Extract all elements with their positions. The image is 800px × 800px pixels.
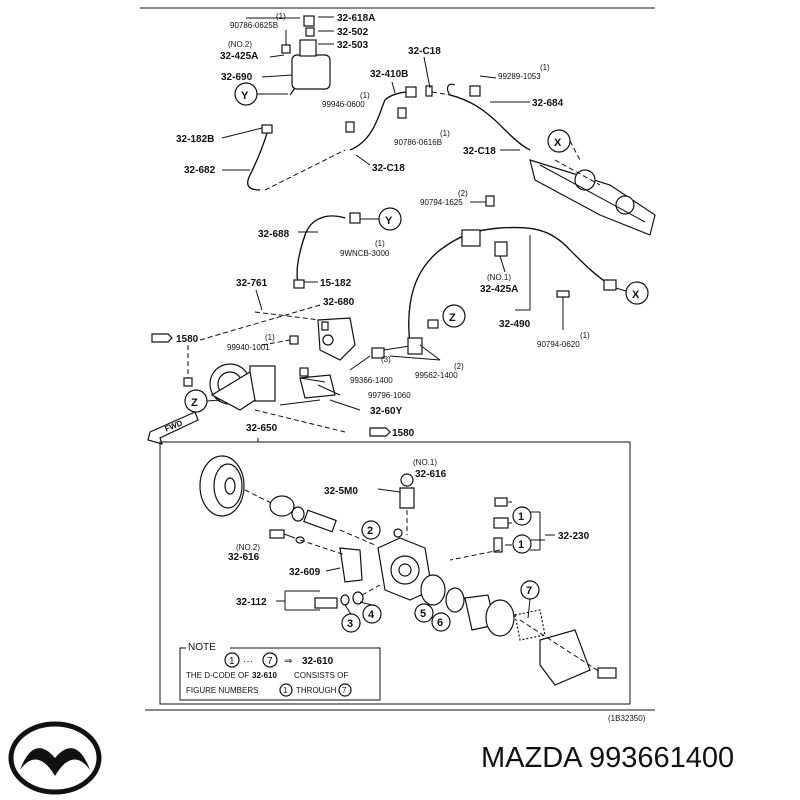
svg-text:32-761: 32-761 <box>236 278 268 289</box>
svg-text:32-C18: 32-C18 <box>372 163 405 174</box>
circle-num-2: 2 <box>367 525 373 537</box>
svg-text:1: 1 <box>283 686 288 695</box>
pump-exploded-box <box>159 441 631 705</box>
svg-text:99940-1001: 99940-1001 <box>227 343 270 352</box>
svg-text:32-5M0: 32-5M0 <box>324 486 358 497</box>
pump-body <box>377 537 433 601</box>
svg-text:32-230: 32-230 <box>558 531 590 542</box>
svg-text:90794-0620: 90794-0620 <box>537 340 580 349</box>
pump-cover <box>539 629 591 686</box>
hose-32-688 <box>296 215 346 283</box>
svg-text:⇒: ⇒ <box>284 656 292 667</box>
callout-z-mid: Z <box>449 312 456 324</box>
svg-text:CONSISTS OF: CONSISTS OF <box>294 671 348 680</box>
svg-text:(1): (1) <box>580 331 590 340</box>
svg-text:7: 7 <box>267 656 273 667</box>
circle-num-1-a: 1 <box>518 511 524 523</box>
hand-icon-1580-b <box>369 427 391 437</box>
svg-text:(3): (3) <box>381 355 391 364</box>
reservoir-assembly <box>281 15 331 96</box>
svg-text:···: ··· <box>243 656 253 667</box>
svg-text:15-182: 15-182 <box>320 278 352 289</box>
pump-pulley <box>199 455 245 517</box>
callout-x-mid: X <box>632 289 640 301</box>
svg-text:90786-0625B: 90786-0625B <box>230 21 278 30</box>
mazda-logo-icon <box>8 721 102 795</box>
svg-text:99562-1400: 99562-1400 <box>415 371 458 380</box>
svg-text:99796-1060: 99796-1060 <box>368 391 411 400</box>
svg-text:32-616: 32-616 <box>415 469 447 480</box>
svg-text:90786-0616B: 90786-0616B <box>394 138 442 147</box>
note-box: NOTE 1 ··· 7 ⇒ 32-610 THE D-CODE OF 32-6… <box>179 640 381 701</box>
svg-text:32-503: 32-503 <box>337 40 369 51</box>
svg-text:99366-1400: 99366-1400 <box>350 376 393 385</box>
svg-text:(1): (1) <box>440 129 450 138</box>
circled-callouts: 1 1 2 3 4 5 6 7 <box>341 506 540 633</box>
part-number-title: MAZDA 993661400 <box>481 742 735 774</box>
circle-num-6: 6 <box>437 617 443 629</box>
svg-text:(1): (1) <box>540 63 550 72</box>
svg-text:32-182B: 32-182B <box>176 134 214 145</box>
svg-text:(2): (2) <box>458 189 468 198</box>
svg-text:90794-1625: 90794-1625 <box>420 198 463 207</box>
svg-text:1580: 1580 <box>176 334 199 345</box>
bracket-32-680 <box>317 317 356 361</box>
hand-icon-1580-a <box>151 333 173 343</box>
svg-text:(1): (1) <box>276 12 286 21</box>
svg-text:32-502: 32-502 <box>337 27 369 38</box>
callout-x-top: X <box>554 137 562 149</box>
svg-text:THE D-CODE OF: THE D-CODE OF <box>186 671 249 680</box>
part-labels: (1) 90786-0625B 32-618A 32-502 32-503 (N… <box>176 12 590 608</box>
svg-text:99946-0600: 99946-0600 <box>322 100 365 109</box>
svg-text:(NO.1): (NO.1) <box>487 273 511 282</box>
svg-text:32-609: 32-609 <box>289 567 321 578</box>
svg-text:9WNCB-3000: 9WNCB-3000 <box>340 249 390 258</box>
svg-text:32-425A: 32-425A <box>220 51 258 62</box>
svg-text:THROUGH: THROUGH <box>296 686 337 695</box>
svg-text:32-425A: 32-425A <box>480 284 518 295</box>
svg-text:32-616: 32-616 <box>228 552 260 563</box>
callout-y-mid: Y <box>385 215 393 227</box>
fwd-arrow <box>147 411 199 445</box>
svg-text:32-C18: 32-C18 <box>408 46 441 57</box>
circle-num-5: 5 <box>420 608 426 620</box>
svg-text:32-60Y: 32-60Y <box>370 406 403 417</box>
svg-text:(NO.2): (NO.2) <box>236 543 260 552</box>
svg-text:(1): (1) <box>375 239 385 248</box>
svg-text:32-C18: 32-C18 <box>463 146 496 157</box>
svg-text:32-684: 32-684 <box>532 98 564 109</box>
steering-gear <box>529 159 656 236</box>
svg-text:(NO.1): (NO.1) <box>413 458 437 467</box>
svg-text:32-682: 32-682 <box>184 165 216 176</box>
svg-text:32-690: 32-690 <box>221 72 253 83</box>
circle-num-1-b: 1 <box>518 539 524 551</box>
pump-assembly-top <box>209 363 276 411</box>
svg-text:1: 1 <box>229 656 235 667</box>
circle-num-4: 4 <box>368 609 375 621</box>
svg-text:32-112: 32-112 <box>236 597 267 608</box>
svg-text:32-688: 32-688 <box>258 229 290 240</box>
callout-z-low: Z <box>191 397 198 409</box>
svg-text:(2): (2) <box>454 362 464 371</box>
svg-text:(1): (1) <box>265 333 275 342</box>
circle-num-3: 3 <box>347 618 353 630</box>
svg-text:FIGURE NUMBERS: FIGURE NUMBERS <box>186 686 258 695</box>
svg-text:32-650: 32-650 <box>246 423 278 434</box>
svg-text:1580: 1580 <box>392 428 415 439</box>
svg-text:7: 7 <box>342 686 347 695</box>
svg-text:(NO.2): (NO.2) <box>228 40 252 49</box>
svg-text:32-490: 32-490 <box>499 319 531 330</box>
diagram-code: (1B32350) <box>608 714 646 723</box>
svg-text:32-610: 32-610 <box>252 671 277 680</box>
svg-text:32-680: 32-680 <box>323 297 355 308</box>
svg-text:(1): (1) <box>360 91 370 100</box>
circle-num-7: 7 <box>526 585 532 597</box>
svg-text:32-610: 32-610 <box>302 656 334 667</box>
svg-text:32-410B: 32-410B <box>370 69 408 80</box>
svg-text:32-618A: 32-618A <box>337 13 375 24</box>
note-heading: NOTE <box>188 642 216 653</box>
svg-text:99289-1053: 99289-1053 <box>498 72 541 81</box>
callout-y-top: Y <box>241 90 249 102</box>
